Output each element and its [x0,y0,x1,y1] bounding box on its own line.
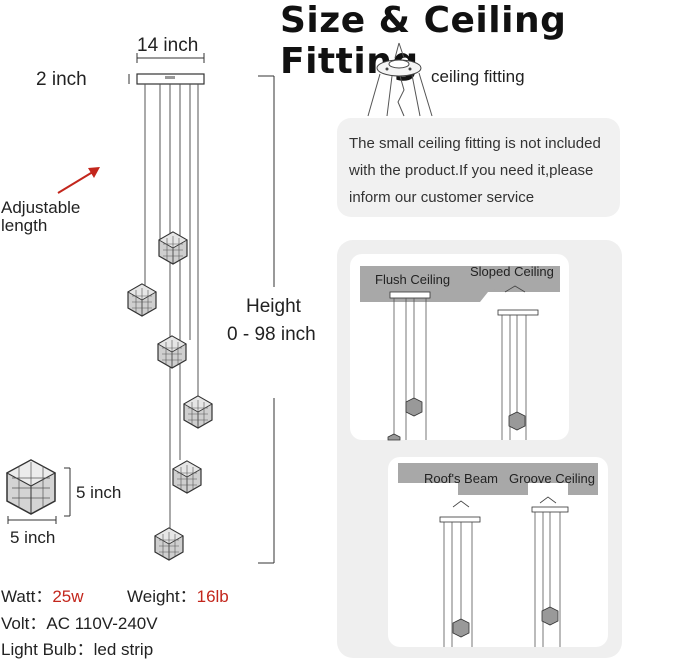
spec-volt-label: Volt： [1,614,47,633]
spec-volt-value: AC 110V-240V [46,614,158,633]
spec-bulb-value: led strip [93,640,154,659]
groove-ceiling-label: Groove Ceiling [509,471,595,486]
spec-volt: Volt：AC 110V-240V [1,609,158,634]
spec-weight-value: 16lb [196,587,229,606]
height-range-label: 0 - 98 inch [227,324,316,345]
fitting-note-box [337,118,620,217]
roofs-beam-label: Roof's Beam [424,471,499,486]
spec-watt-value: 25w [52,587,84,606]
shade-width-label: 5 inch [10,528,56,547]
shade-height-label: 5 inch [76,483,122,502]
ceiling-card-top-drawing [360,266,560,441]
ceiling-fitting-label: ceiling fitting [431,67,525,86]
spec-weight-label: Weight： [127,587,197,606]
spec-weight: Weight：16lb [127,582,229,607]
adjustable-label-line2: length [1,216,48,235]
sloped-ceiling-label: Sloped Ceiling [470,264,554,279]
fitting-note-text: The small ceiling fitting is not include… [349,135,601,206]
canopy-height-label: 2 inch [36,69,87,90]
spec-bulb: Light Bulb：led strip [1,635,153,660]
flush-ceiling-label: Flush Ceiling [375,272,451,287]
spec-watt-label: Watt： [1,587,53,606]
spec-watt: Watt：25w [1,582,84,607]
height-label: Height [246,296,301,317]
adjustable-label-line1: Adjustable [1,198,81,217]
width-label: 14 inch [137,35,199,56]
spec-bulb-label: Light Bulb： [1,640,94,659]
ceiling-card-bottom-drawing [398,463,598,647]
